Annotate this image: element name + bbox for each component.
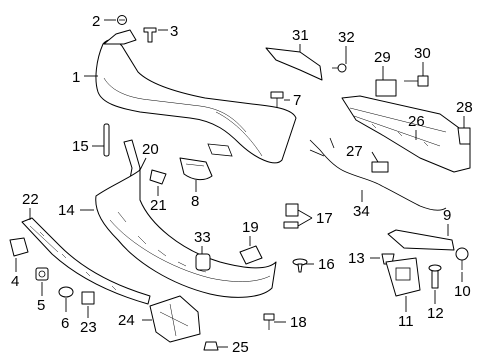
bracket-part-28 [457, 127, 471, 145]
callout-12: 12 [427, 305, 444, 322]
callout-6: 6 [61, 315, 69, 332]
callout-11: 11 [398, 313, 414, 330]
callout-4: 4 [11, 273, 19, 290]
clip-part-23 [81, 291, 95, 305]
callout-14: 14 [58, 202, 75, 219]
holder-part-17 [283, 203, 299, 229]
callout-10: 10 [454, 283, 471, 300]
bracket-part-19 [239, 245, 263, 265]
strip-part-9 [387, 229, 455, 251]
bolt-part-12 [428, 264, 442, 289]
clip-part-25 [203, 341, 219, 351]
callout-20: 20 [142, 141, 159, 158]
rod-part-15 [103, 123, 110, 157]
callout-13: 13 [348, 250, 365, 267]
bracket-part-24 [149, 295, 201, 343]
callout-26: 26 [408, 113, 425, 130]
callout-16: 16 [318, 256, 335, 273]
grommet-part-6 [58, 286, 74, 298]
plate-part-29 [375, 79, 397, 97]
callout-34: 34 [353, 203, 370, 220]
cap-part-4 [9, 237, 29, 257]
bracket-part-31 [265, 47, 323, 81]
callout-2: 2 [92, 13, 100, 30]
callout-33: 33 [194, 229, 211, 246]
bumper-cover-lower [95, 169, 277, 298]
bolt-part-30 [404, 75, 429, 87]
valance-part-22 [21, 217, 151, 305]
harness-part-34 [309, 137, 447, 211]
bolt-part-32 [332, 63, 347, 73]
beam-part-26 [341, 95, 471, 173]
leader-lines [15, 19, 465, 348]
leader-17b [297, 217, 313, 227]
leader-20 [139, 157, 147, 171]
callout-7: 7 [293, 92, 301, 109]
callout-30: 30 [414, 45, 431, 62]
callout-21: 21 [150, 197, 167, 214]
screw-part-2 [117, 15, 127, 25]
pin-part-16 [292, 258, 308, 273]
callout-5: 5 [37, 297, 45, 314]
clip-part-5 [35, 267, 49, 281]
bracket-part-11 [385, 257, 421, 297]
callout-1: 1 [72, 69, 80, 86]
clip-part-3 [143, 27, 157, 43]
callout-15: 15 [72, 138, 89, 155]
bolt-part-7 [270, 91, 284, 108]
bolt-part-18 [263, 313, 275, 330]
callout-22: 22 [22, 191, 39, 208]
callout-24: 24 [118, 312, 135, 329]
leader-17a [297, 209, 313, 219]
callout-3: 3 [170, 23, 178, 40]
leader-27 [371, 151, 379, 163]
clip-part-21 [149, 169, 167, 185]
callout-23: 23 [80, 319, 97, 336]
callout-18: 18 [290, 314, 307, 331]
reflector-part-8 [179, 157, 213, 181]
callout-8: 8 [191, 193, 199, 210]
callout-32: 32 [338, 29, 355, 46]
callout-27: 27 [346, 143, 363, 160]
callout-9: 9 [443, 207, 451, 224]
callout-labels: 1 2 3 4 5 6 7 8 9 10 11 12 13 14 15 16 1… [11, 13, 473, 356]
callout-19: 19 [242, 219, 259, 236]
sensor-part-33 [195, 253, 211, 271]
pin-part-10 [455, 247, 469, 270]
callout-25: 25 [232, 339, 249, 356]
callout-28: 28 [456, 99, 473, 116]
callout-17: 17 [316, 210, 333, 227]
bumper-cover-upper [95, 29, 297, 164]
callout-29: 29 [374, 49, 391, 66]
callout-31: 31 [292, 27, 309, 44]
